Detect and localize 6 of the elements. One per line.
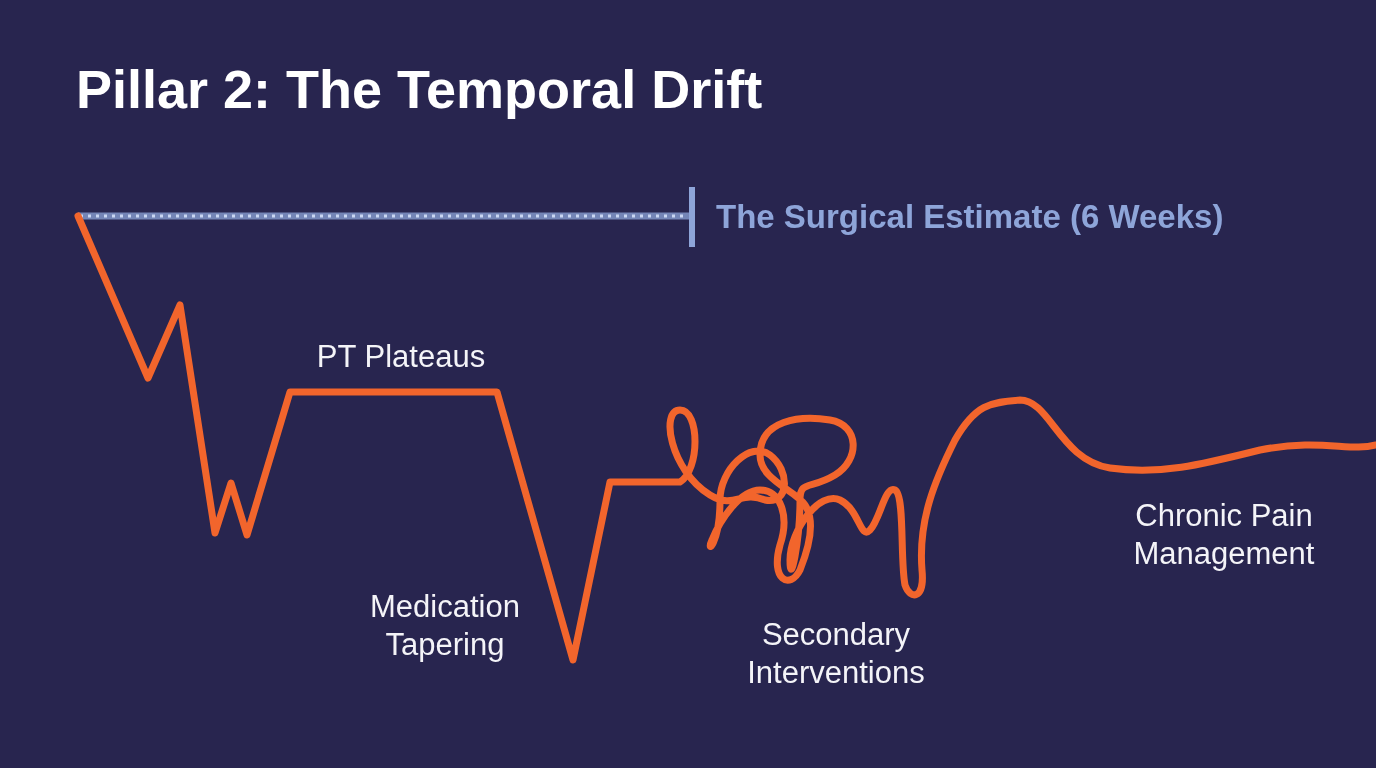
phase-label: PT Plateaus — [315, 338, 487, 376]
phase-label: Medication Tapering — [369, 588, 521, 664]
phase-label: Secondary Interventions — [746, 616, 926, 692]
estimate-label: The Surgical Estimate (6 Weeks) — [716, 198, 1224, 236]
phase-label: Chronic Pain Management — [1132, 497, 1316, 573]
title: Pillar 2: The Temporal Drift — [76, 58, 763, 120]
